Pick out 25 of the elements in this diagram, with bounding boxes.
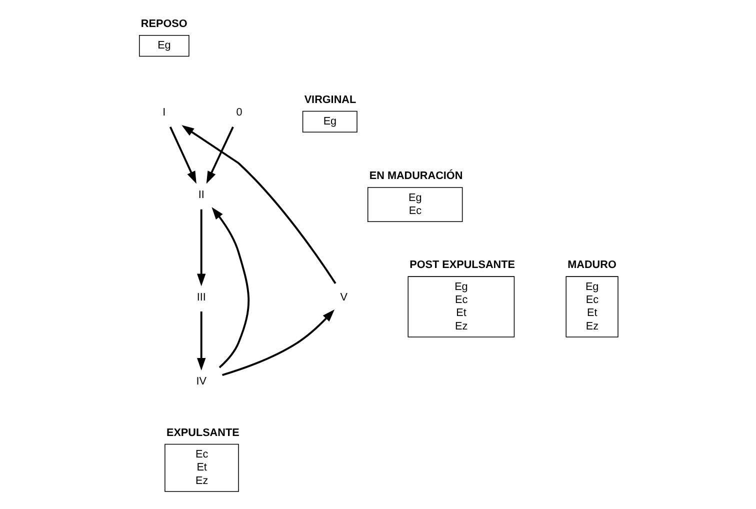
arrow bbox=[181, 125, 336, 284]
node-box: Eg Ec bbox=[366, 187, 462, 222]
node-text: III bbox=[196, 291, 206, 304]
node-text: II bbox=[198, 189, 204, 202]
node-box: Eg Ec Et Ez bbox=[407, 276, 514, 338]
node-box: Eg bbox=[138, 34, 189, 57]
node-box: Ec Et Ez bbox=[164, 444, 238, 492]
node-label: EN MADURACIÓN bbox=[368, 170, 462, 182]
node-box: Eg Ec Et Ez bbox=[565, 276, 618, 338]
arrow bbox=[168, 126, 196, 184]
node-label: REPOSO bbox=[140, 18, 187, 30]
node-label: MADURO bbox=[567, 259, 616, 272]
arrow bbox=[206, 126, 234, 184]
node-label: EXPULSANTE bbox=[166, 426, 239, 439]
arrow bbox=[196, 312, 206, 370]
node-text: I bbox=[162, 106, 166, 119]
node-label: POST EXPULSANTE bbox=[409, 259, 514, 272]
node-box: Eg bbox=[302, 110, 357, 133]
arrow bbox=[196, 209, 206, 286]
node-text: V bbox=[340, 291, 347, 304]
arrow bbox=[211, 207, 250, 368]
arrow bbox=[222, 309, 334, 376]
node-text: IV bbox=[196, 375, 206, 388]
node-label: VIRGINAL bbox=[304, 94, 356, 106]
node-text: 0 bbox=[236, 106, 242, 119]
